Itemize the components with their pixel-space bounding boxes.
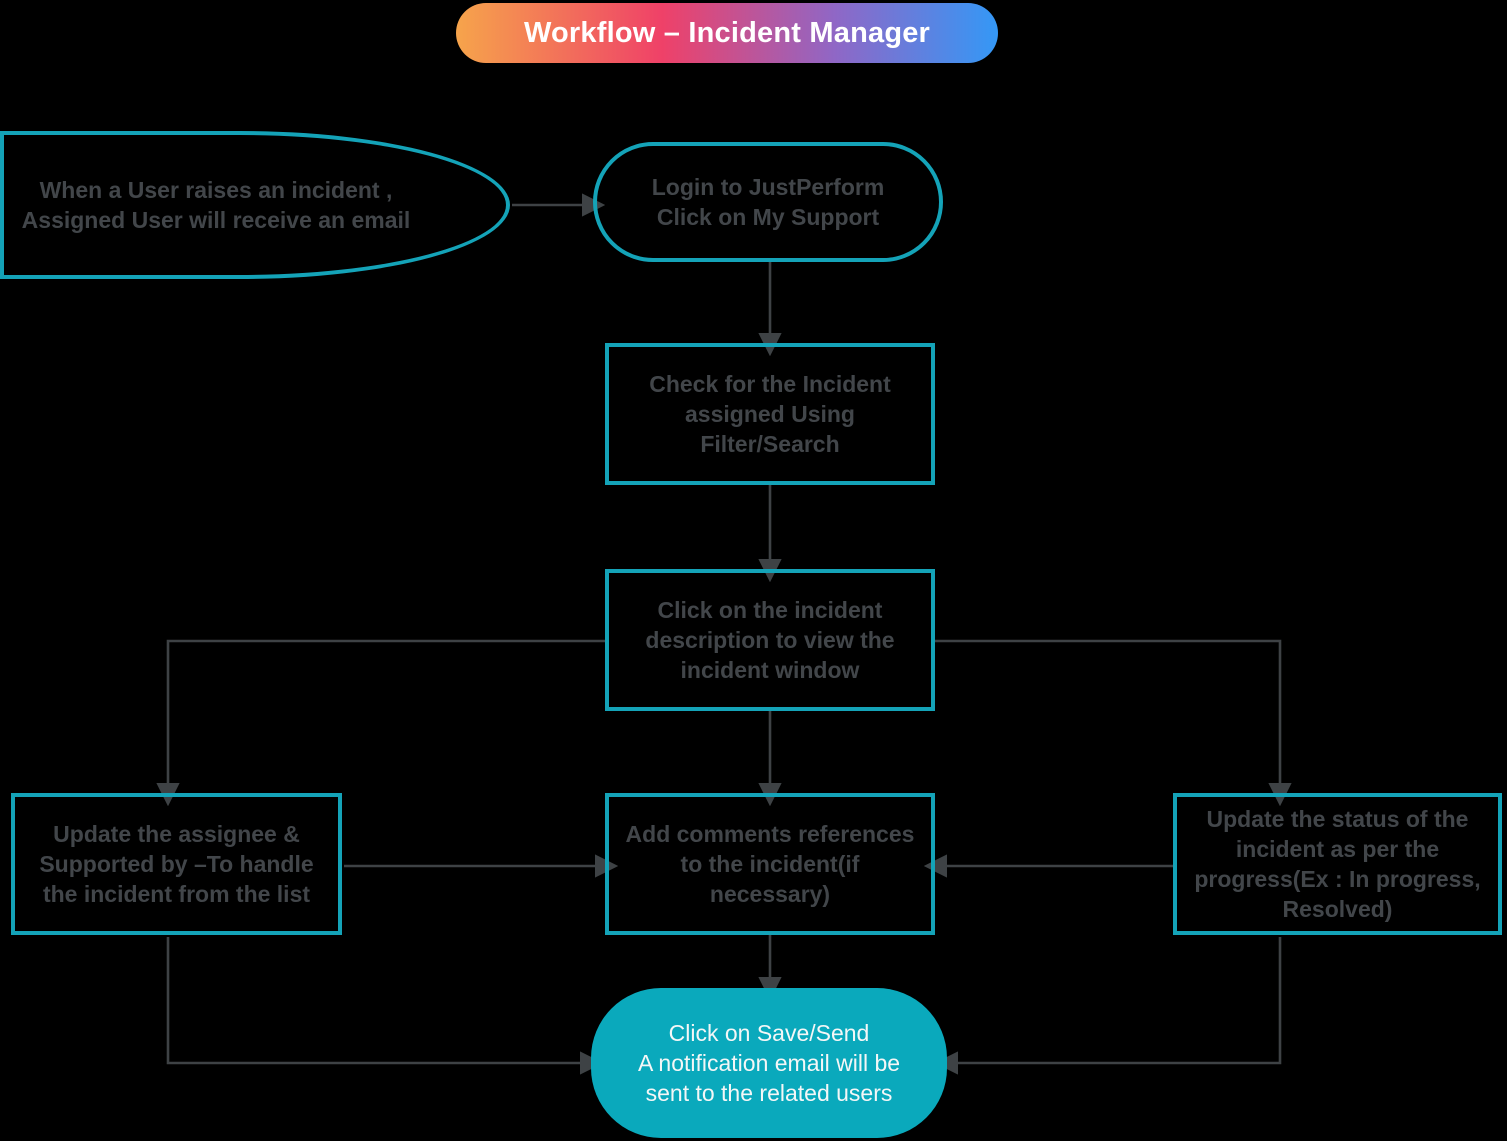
- node-login: Login to JustPerform Click on My Support: [593, 142, 943, 262]
- node-start-trigger: When a User raises an incident , Assigne…: [0, 131, 510, 279]
- node-update-status: Update the status of the incident as per…: [1173, 793, 1502, 935]
- diagram-title-badge: Workflow – Incident Manager: [456, 3, 998, 63]
- node-login-label: Login to JustPerform Click on My Support: [651, 174, 885, 230]
- connector-assignee-to-save: [166, 937, 604, 1075]
- diagram-title: Workflow – Incident Manager: [523, 16, 931, 49]
- connector-status-to-save: [934, 937, 1282, 1075]
- connector-view-to-status: [935, 639, 1292, 807]
- node-update-status-label: Update the status of the incident as per…: [1194, 806, 1481, 922]
- node-add-comments-label: Add comments references to the incident(…: [625, 821, 915, 907]
- node-start-label: When a User raises an incident , Assigne…: [21, 177, 411, 233]
- node-update-assignee: Update the assignee & Supported by –To h…: [11, 793, 342, 935]
- node-check-incident: Check for the Incident assigned Using Fi…: [605, 343, 935, 485]
- node-check-incident-label: Check for the Incident assigned Using Fi…: [649, 371, 891, 457]
- node-view-incident-label: Click on the incident description to vie…: [645, 597, 895, 683]
- node-add-comments: Add comments references to the incident(…: [605, 793, 935, 935]
- node-save-send: Click on Save/Send A notification email …: [591, 988, 947, 1138]
- connector-view-to-assignee: [156, 639, 605, 807]
- node-save-send-label: Click on Save/Send A notification email …: [637, 1020, 901, 1106]
- node-view-incident: Click on the incident description to vie…: [605, 569, 935, 711]
- node-update-assignee-label: Update the assignee & Supported by –To h…: [39, 821, 314, 907]
